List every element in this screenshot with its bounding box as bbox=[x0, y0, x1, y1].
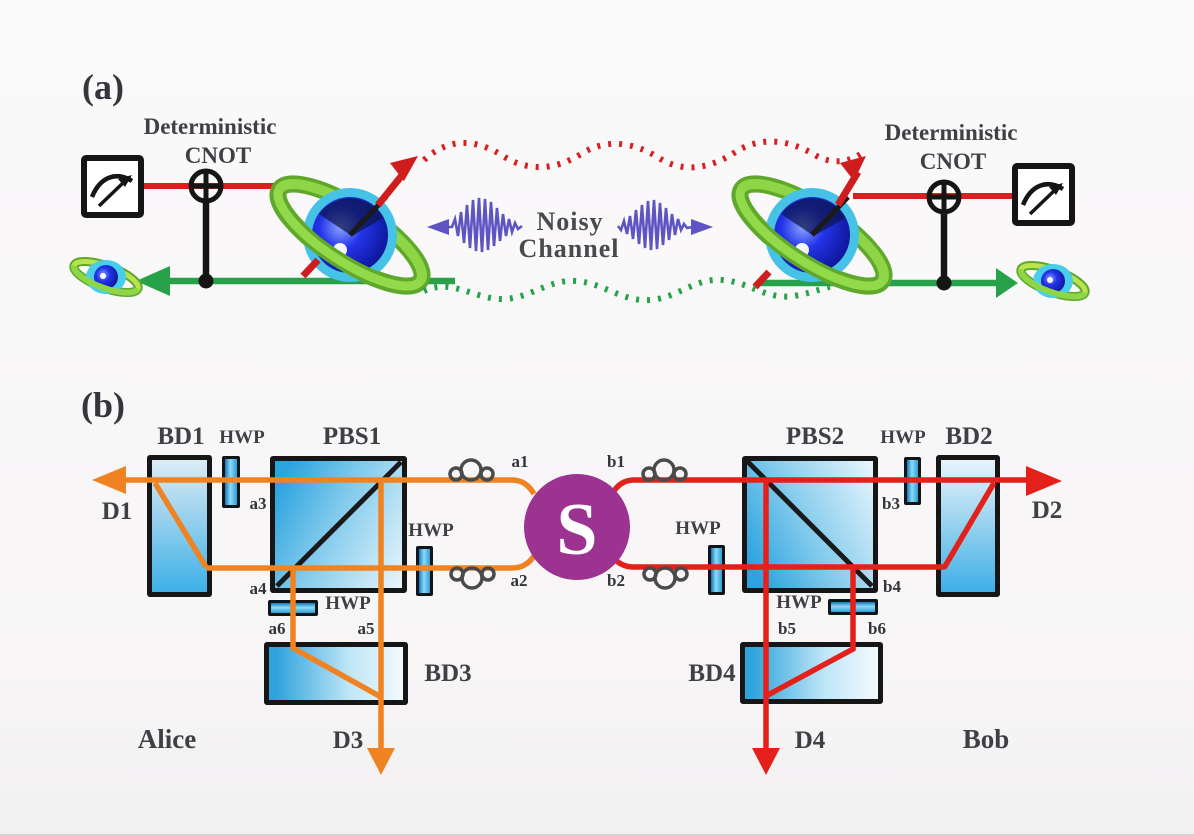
noisy-channel-label-line1: Noisy bbox=[536, 207, 604, 236]
bob-cnot-gate-icon bbox=[926, 179, 962, 291]
fiber-loop-a1-icon bbox=[448, 458, 495, 482]
hwp-b3-label: HWP bbox=[880, 427, 926, 448]
d1-beam-arrowhead bbox=[92, 466, 126, 494]
hwp-a2-waveplate bbox=[416, 546, 433, 596]
panel-a-tag: (a) bbox=[82, 67, 124, 107]
hwp-alice-bottom-label: HWP bbox=[325, 593, 371, 614]
alice-gate-label-line2: CNOT bbox=[184, 143, 252, 168]
bob-target-particle bbox=[1017, 259, 1088, 303]
red-entangled-dotted-link bbox=[421, 138, 864, 171]
alice-label: Alice bbox=[137, 724, 197, 754]
fiber-loop-b2-icon bbox=[642, 566, 689, 590]
mode-b6-label: b6 bbox=[868, 619, 886, 638]
d3-label: D3 bbox=[332, 727, 364, 754]
d1-label: D1 bbox=[101, 498, 133, 525]
mode-a2-label: a2 bbox=[510, 571, 528, 590]
hwp-a2-label: HWP bbox=[408, 520, 454, 541]
photon-source: S bbox=[524, 474, 630, 580]
alice-beam-paths bbox=[124, 477, 537, 752]
hwp-b2-label: HWP bbox=[675, 518, 721, 539]
hwp-bob-bottom-label: HWP bbox=[776, 592, 822, 613]
bob-gate-label-line2: CNOT bbox=[919, 149, 987, 174]
bob-label: Bob bbox=[962, 724, 1010, 754]
noise-wave-right bbox=[616, 199, 713, 251]
d4-beam-arrowhead bbox=[752, 748, 780, 775]
d3-beam-arrowhead bbox=[367, 748, 395, 775]
pbs1-label: PBS1 bbox=[322, 423, 382, 450]
pbs2-label: PBS2 bbox=[785, 423, 845, 450]
bd4-label: BD4 bbox=[688, 660, 736, 687]
d4-label: D4 bbox=[794, 727, 826, 754]
panel-b-tag: (b) bbox=[81, 385, 125, 425]
bob-beam-paths bbox=[609, 477, 1026, 752]
d2-label: D2 bbox=[1031, 497, 1063, 524]
mode-b5-label: b5 bbox=[778, 619, 796, 638]
bob-meter-icon bbox=[1015, 166, 1072, 223]
d2-beam-arrowhead bbox=[1026, 466, 1062, 496]
mode-b2-label: b2 bbox=[607, 571, 625, 590]
alice-target-particle bbox=[70, 255, 141, 299]
noise-wave-left bbox=[427, 197, 523, 253]
mode-b3-label: b3 bbox=[882, 494, 900, 513]
mode-a3-label: a3 bbox=[249, 494, 267, 513]
mode-a4-label: a4 bbox=[249, 579, 267, 598]
fiber-loop-b1-icon bbox=[641, 458, 688, 482]
bd3-label: BD3 bbox=[424, 660, 472, 687]
fiber-loop-a2-icon bbox=[449, 566, 496, 590]
alice-spin-arrow bbox=[300, 156, 418, 279]
source-letter: S bbox=[556, 489, 597, 571]
bob-spin-arrow bbox=[752, 156, 866, 290]
mode-a6-label: a6 bbox=[268, 619, 286, 638]
bob-gate-label-line1: Deterministic bbox=[884, 120, 1018, 145]
noisy-channel-label-line2: Channel bbox=[518, 234, 620, 263]
bd2-label: BD2 bbox=[945, 423, 993, 450]
alice-meter-icon bbox=[84, 158, 141, 215]
mode-a5-label: a5 bbox=[357, 619, 375, 638]
mode-b1-label: b1 bbox=[607, 452, 625, 471]
mode-a1-label: a1 bbox=[511, 452, 529, 471]
mode-b4-label: b4 bbox=[883, 577, 901, 596]
bd1-label: BD1 bbox=[157, 423, 205, 450]
alice-gate-label-line1: Deterministic bbox=[143, 114, 277, 139]
hwp-a3-label: HWP bbox=[219, 427, 265, 448]
alice-cnot-gate-icon bbox=[188, 168, 224, 289]
hwp-b2-waveplate bbox=[708, 545, 725, 595]
